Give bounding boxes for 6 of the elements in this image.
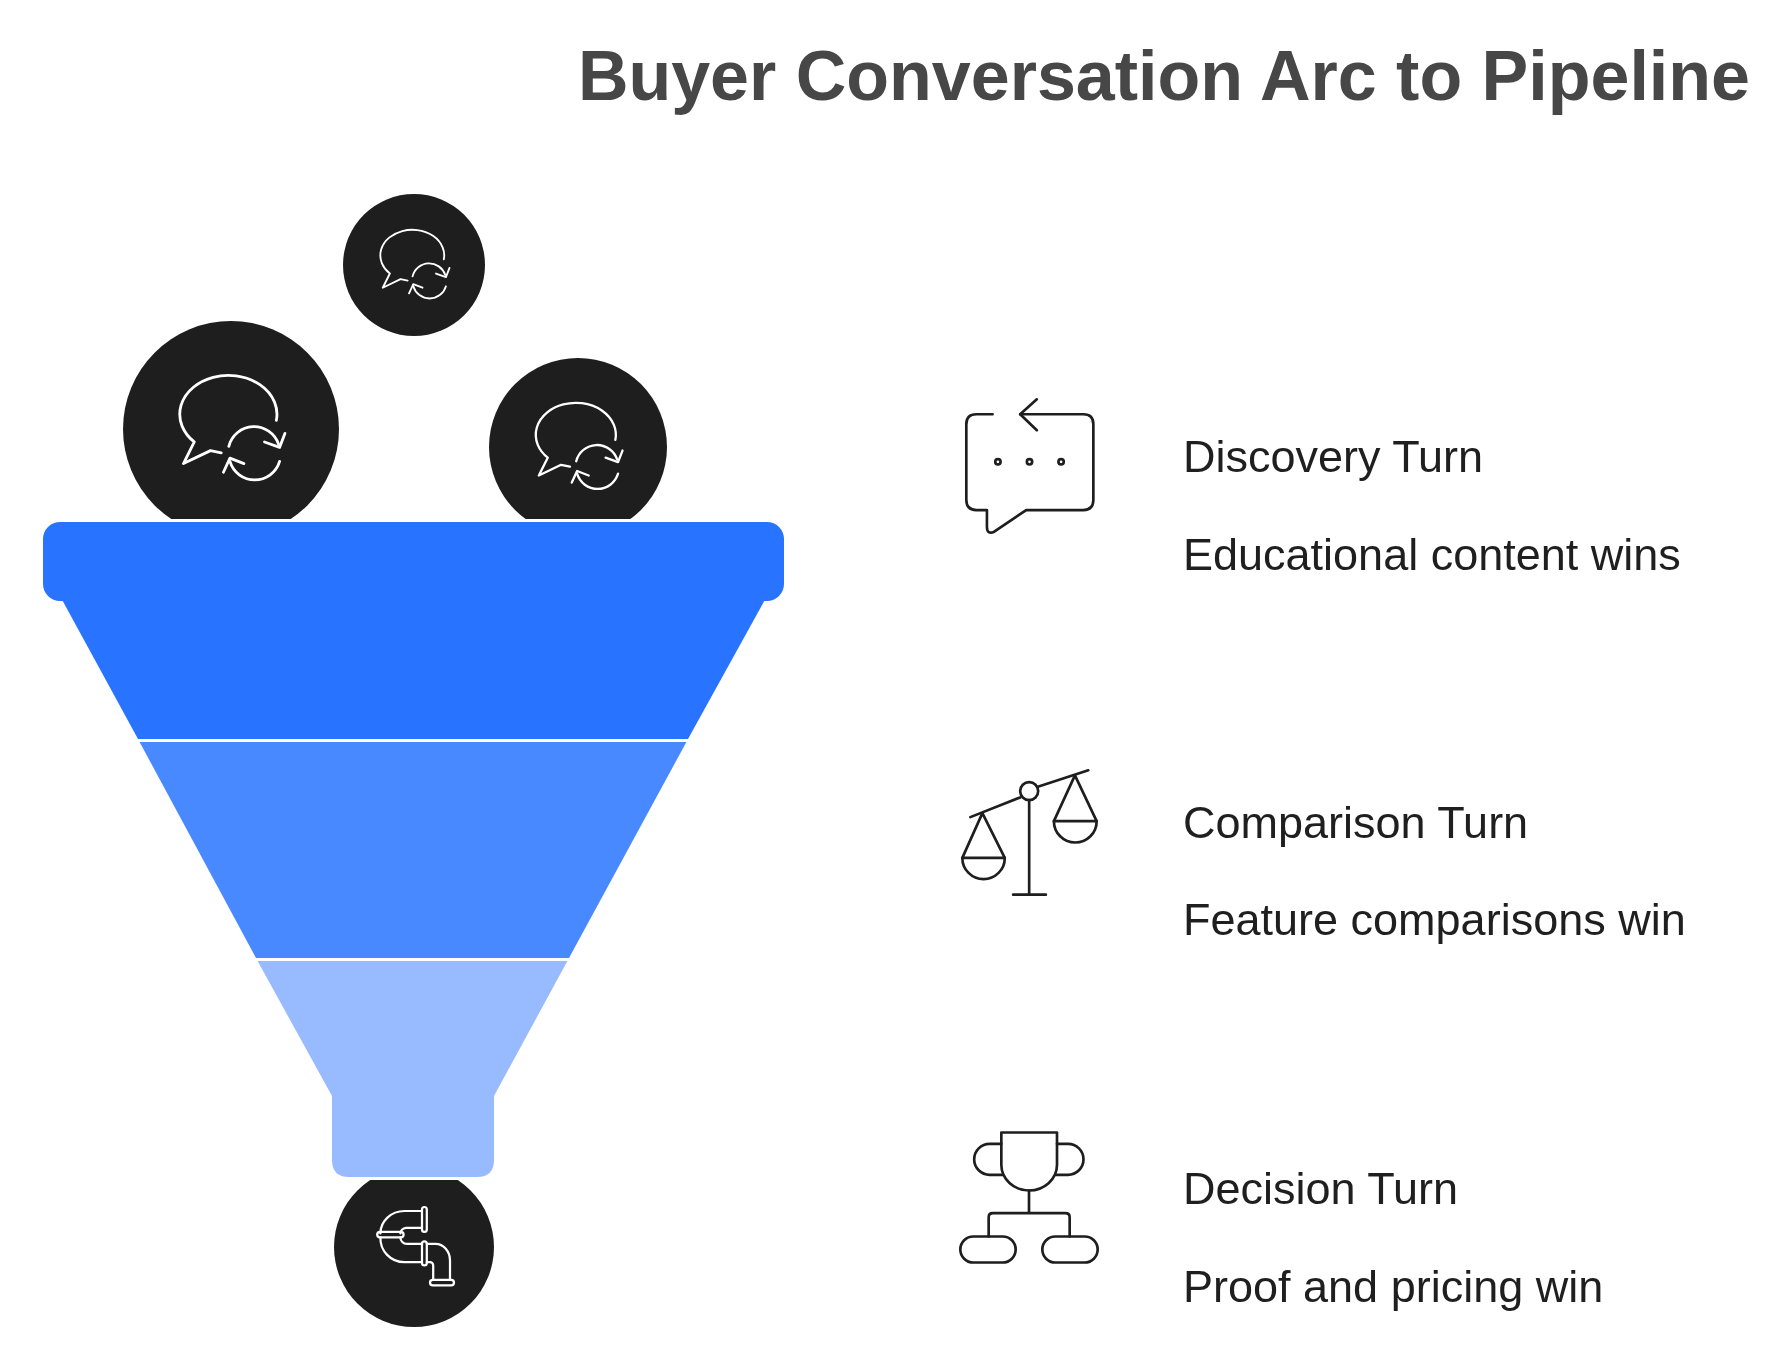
stage-title: Comparison Turn bbox=[1183, 796, 1529, 850]
stage-description: Feature comparisons win bbox=[1183, 893, 1686, 947]
stage-description: Proof and pricing win bbox=[1183, 1260, 1604, 1314]
stage-description: Educational content wins bbox=[1183, 528, 1681, 582]
stage-title: Decision Turn bbox=[1183, 1162, 1459, 1216]
stage-title: Discovery Turn bbox=[1183, 430, 1484, 484]
